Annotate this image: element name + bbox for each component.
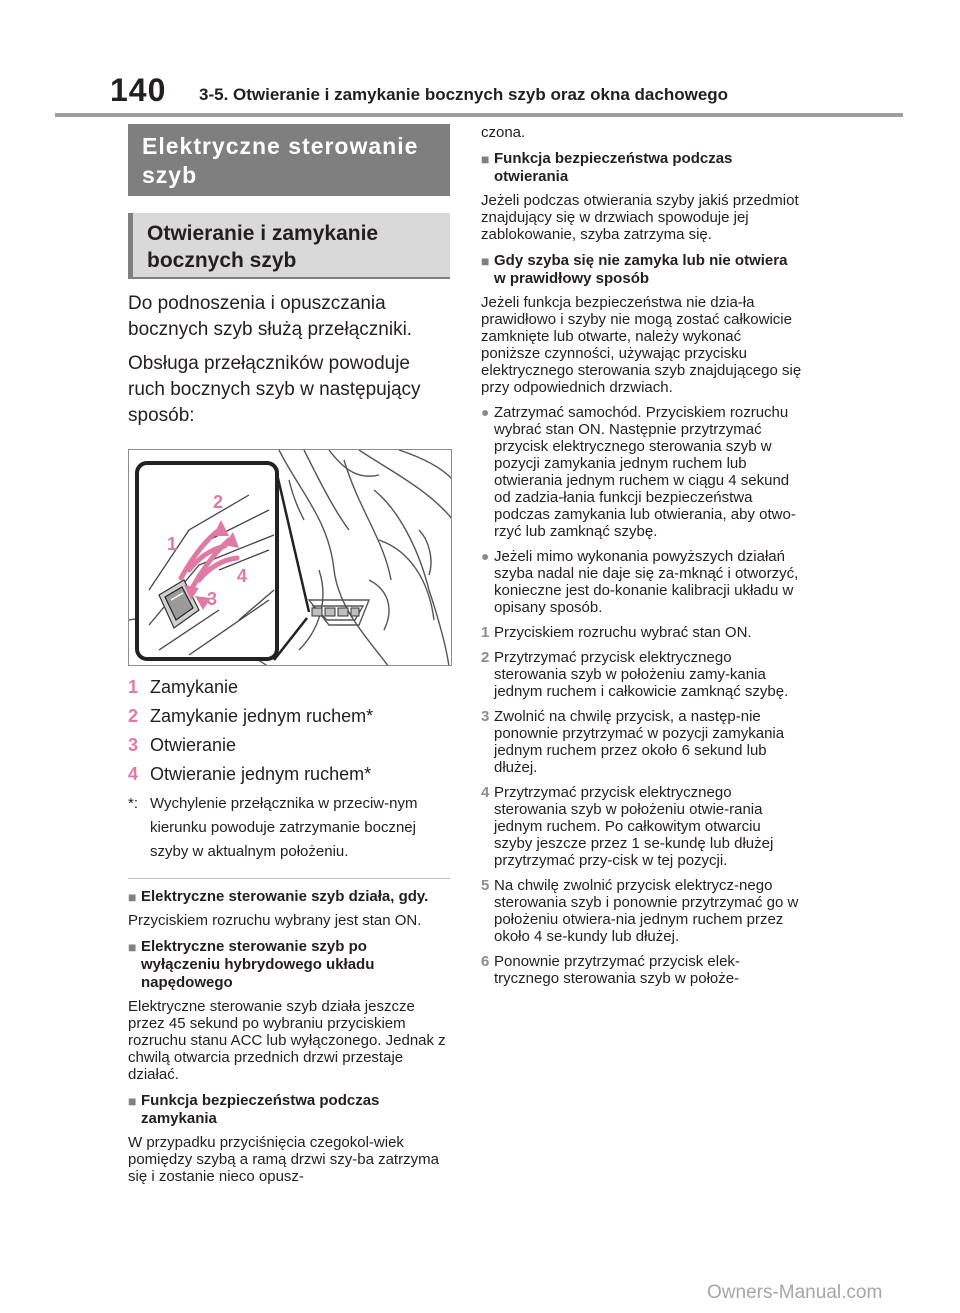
footer-watermark: Owners-Manual.com xyxy=(707,1282,883,1303)
legend-item: 2 Zamykanie jednym ruchem* xyxy=(128,705,450,727)
continuation-text: czona. xyxy=(481,124,526,141)
legend-text: Zamykanie xyxy=(150,677,239,697)
step-number: 1 xyxy=(481,624,490,641)
legend-text: Otwieranie jednym ruchem* xyxy=(150,764,372,784)
square-bullet-icon: ■ xyxy=(128,939,137,955)
step-number: 6 xyxy=(481,953,490,970)
bullet-item: ● Zatrzymać samochód. Przyciskiem rozruc… xyxy=(481,404,796,540)
step-item: 1 Przyciskiem rozruchu wybrać stan ON. xyxy=(481,624,803,641)
legend: 1 Zamykanie 2 Zamykanie jednym ruchem* 3… xyxy=(128,676,450,864)
square-bullet-icon: ■ xyxy=(481,151,490,167)
running-head: 3-5. Otwieranie i zamykanie bocznych szy… xyxy=(199,85,729,104)
left-column: Elektryczne sterowanie szyb Otwieranie i… xyxy=(128,124,452,1185)
circle-bullet-icon: ● xyxy=(481,404,490,420)
subsection-title: Otwieranie i zamykanie bocznych szyb xyxy=(128,213,450,279)
divider xyxy=(128,878,450,879)
square-bullet-icon: ■ xyxy=(128,889,137,905)
step-item: 5 Na chwilę zwolnić przycisk elektrycz-n… xyxy=(481,877,803,945)
window-switch-illustration: 1 2 3 4 xyxy=(128,449,452,666)
step-number: 5 xyxy=(481,877,490,894)
figure-label-2: 2 xyxy=(213,492,223,512)
step-text: Przytrzymać przycisk elektrycznego stero… xyxy=(494,784,774,869)
step-item: 4 Przytrzymać przycisk elektrycznego ste… xyxy=(481,784,803,869)
footnote-mark: *: xyxy=(128,795,139,812)
header-rule xyxy=(55,113,903,117)
footnote-text: Wychylenie przełącznika w przeciw-nym ki… xyxy=(150,795,418,860)
note-heading: ■ Elektryczne sterowanie szyb po wyłącze… xyxy=(128,938,375,991)
right-column: czona. ■ Funkcja bezpieczeństwa podczas … xyxy=(481,124,803,987)
step-number: 3 xyxy=(481,708,490,725)
step-text: Przytrzymać przycisk elektrycznego stero… xyxy=(494,649,789,700)
legend-item: 1 Zamykanie xyxy=(128,676,450,698)
note-body: Jeżeli funkcja bezpieczeństwa nie dzia-ł… xyxy=(481,294,802,396)
footnote: *: Wychylenie przełącznika w przeciw-nym… xyxy=(128,792,450,864)
note-body: Przyciskiem rozruchu wybrany jest stan O… xyxy=(128,912,422,929)
step-text: Na chwilę zwolnić przycisk elektrycz-neg… xyxy=(494,877,799,945)
square-bullet-icon: ■ xyxy=(128,1093,137,1109)
step-number: 4 xyxy=(481,784,490,801)
note-heading: ■ Funkcja bezpieczeństwa podczas otwiera… xyxy=(481,150,733,185)
note-body: Elektryczne sterowanie szyb działa jeszc… xyxy=(128,998,446,1083)
step-item: 6 Ponownie przytrzymać przycisk elek-try… xyxy=(481,953,803,987)
step-item: 2 Przytrzymać przycisk elektrycznego ste… xyxy=(481,649,803,700)
step-number: 2 xyxy=(481,649,490,666)
intro-paragraph: Do podnoszenia i opuszczania bocznych sz… xyxy=(128,293,413,340)
step-item: 3 Zwolnić na chwilę przycisk, a następ-n… xyxy=(481,708,803,776)
figure-label-4: 4 xyxy=(237,566,247,586)
square-bullet-icon: ■ xyxy=(481,253,490,269)
legend-text: Zamykanie jednym ruchem* xyxy=(150,706,374,726)
circle-bullet-icon: ● xyxy=(481,548,490,564)
intro-paragraph: Obsługa przełączników powoduje ruch bocz… xyxy=(128,353,421,426)
legend-number: 1 xyxy=(128,677,139,697)
legend-item: 3 Otwieranie xyxy=(128,734,450,756)
note-body: Jeżeli podczas otwierania szyby jakiś pr… xyxy=(481,192,799,243)
bullet-item: ● Jeżeli mimo wykonania powyższych dział… xyxy=(481,548,799,616)
note-heading: ■ Funkcja bezpieczeństwa podczas zamykan… xyxy=(128,1092,380,1127)
legend-text: Otwieranie xyxy=(150,735,237,755)
note-heading: ■ Elektryczne sterowanie szyb działa, gd… xyxy=(128,888,429,905)
note-body: W przypadku przyciśnięcia czegokol-wiek … xyxy=(128,1134,439,1185)
step-text: Zwolnić na chwilę przycisk, a następ-nie… xyxy=(494,708,785,776)
page-number: 140 xyxy=(110,72,167,108)
legend-number: 3 xyxy=(128,735,139,755)
step-text: Przyciskiem rozruchu wybrać stan ON. xyxy=(494,624,752,641)
step-text: Ponownie przytrzymać przycisk elek-trycz… xyxy=(494,953,740,987)
intro: Do podnoszenia i opuszczania bocznych sz… xyxy=(128,291,450,429)
section-title: Elektryczne sterowanie szyb xyxy=(128,124,450,196)
legend-number: 4 xyxy=(128,764,139,784)
legend-number: 2 xyxy=(128,706,139,726)
figure-label-1: 1 xyxy=(167,534,177,554)
legend-item: 4 Otwieranie jednym ruchem* xyxy=(128,763,450,785)
note-heading: ■ Gdy szyba się nie zamyka lub nie otwie… xyxy=(481,252,788,287)
figure-label-3: 3 xyxy=(207,589,217,609)
